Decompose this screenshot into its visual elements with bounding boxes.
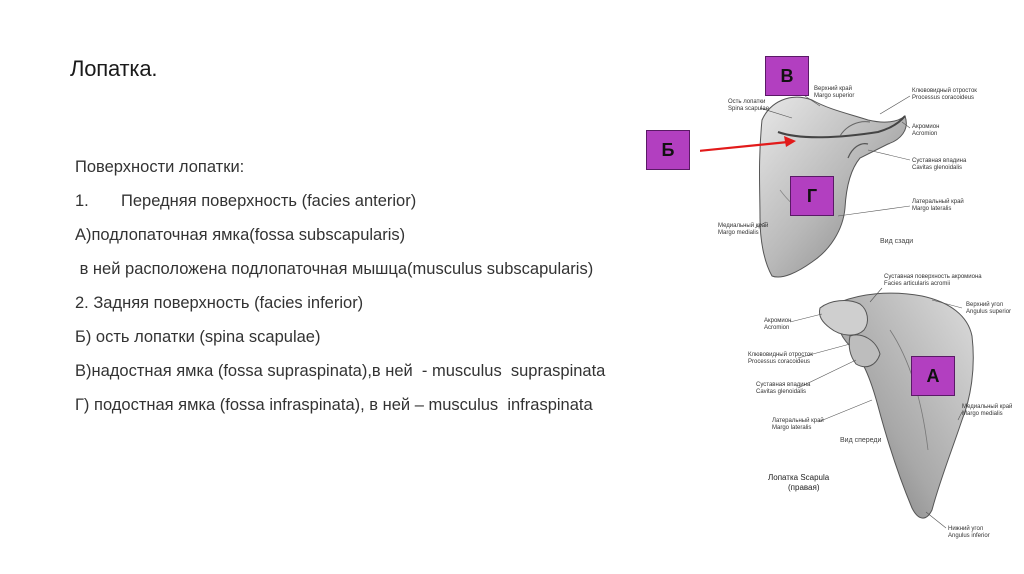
svg-text:Медиальный край: Медиальный край [718, 222, 768, 229]
text-line: Поверхности лопатки: [75, 150, 705, 184]
svg-text:Cavitas glenoidalis: Cavitas glenoidalis [756, 389, 806, 395]
svg-text:Латеральный край: Латеральный край [772, 417, 824, 424]
line-text: в ней расположена подлопаточная мышца(mu… [75, 260, 594, 278]
line-number: 1. [75, 192, 89, 210]
svg-text:Acromion: Acromion [764, 325, 789, 331]
text-line: 1. Передняя поверхность (facies anterior) [75, 184, 705, 218]
line-text: Передняя поверхность (facies anterior) [121, 192, 417, 210]
svg-text:Латеральный край: Латеральный край [912, 198, 964, 205]
svg-text:Acromion: Acromion [912, 131, 937, 137]
marker-g: Г [790, 176, 834, 216]
text-line: А)подлопаточная ямка(fossa subscapularis… [75, 218, 705, 252]
svg-text:Margo lateralis: Margo lateralis [912, 206, 951, 212]
svg-text:Суставная впадина: Суставная впадина [756, 382, 811, 388]
svg-text:Суставная поверхность акромион: Суставная поверхность акромиона [884, 274, 982, 280]
line-text: Поверхности лопатки: [75, 158, 245, 176]
svg-text:Margo lateralis: Margo lateralis [772, 425, 811, 431]
svg-text:Вид спереди: Вид спереди [840, 437, 882, 444]
scapula-posterior-view: Ость лопатки Spina scapulae Верхний край… [718, 85, 977, 278]
svg-text:Facies articularis acromii: Facies articularis acromii [884, 281, 950, 287]
svg-text:Processus coracoideus: Processus coracoideus [748, 359, 810, 365]
svg-text:Вид сзади: Вид сзади [880, 238, 913, 245]
body-text: Поверхности лопатки: 1. Передняя поверхно… [75, 150, 705, 422]
line-text: Г) подостная ямка (fossa infraspinata), … [75, 396, 593, 414]
svg-text:Нижний угол: Нижний угол [948, 525, 984, 532]
svg-text:Верхний край: Верхний край [814, 85, 852, 92]
scapula-figure: Ость лопатки Spina scapulae Верхний край… [700, 40, 1024, 574]
svg-text:Верхний угол: Верхний угол [966, 301, 1004, 308]
line-text: Б) ость лопатки (spina scapulae) [75, 328, 321, 346]
svg-text:(правая): (правая) [788, 483, 820, 492]
svg-text:Margo medialis: Margo medialis [718, 230, 759, 236]
marker-v: В [765, 56, 809, 96]
svg-text:Ость лопатки: Ость лопатки [728, 99, 765, 105]
text-line: Б) ость лопатки (spina scapulae) [75, 320, 705, 354]
text-line: в ней расположена подлопаточная мышца(mu… [75, 252, 705, 286]
svg-text:Angulus superior: Angulus superior [966, 309, 1011, 315]
scapula-illustration: Ость лопатки Spina scapulae Верхний край… [700, 85, 1012, 539]
svg-text:Cavitas glenoidalis: Cavitas glenoidalis [912, 165, 962, 171]
svg-text:Angulus inferior: Angulus inferior [948, 533, 990, 539]
svg-text:Лопатка Scapula: Лопатка Scapula [768, 473, 830, 482]
svg-text:Клювовидный отросток: Клювовидный отросток [748, 351, 813, 358]
svg-text:Spina scapulae: Spina scapulae [728, 106, 770, 112]
scapula-anterior-view: Суставная поверхность акромиона Facies a… [748, 274, 1012, 539]
marker-a: А [911, 356, 955, 396]
svg-text:Margo medialis: Margo medialis [962, 411, 1003, 417]
text-line: В)надостная ямка (fossa supraspinata),в … [75, 354, 705, 388]
line-text: А)подлопаточная ямка(fossa subscapularis… [75, 226, 406, 244]
svg-text:Processus coracoideus: Processus coracoideus [912, 95, 974, 101]
pointer-arrow [700, 136, 796, 152]
text-line: 2. Задняя поверхность (facies inferior) [75, 286, 705, 320]
marker-b: Б [646, 130, 690, 170]
svg-text:Суставная впадина: Суставная впадина [912, 158, 967, 164]
svg-text:Акромион: Акромион [764, 318, 791, 324]
svg-text:Клювовидный отросток: Клювовидный отросток [912, 87, 977, 94]
svg-text:Акромион: Акромион [912, 124, 939, 130]
text-line: Г) подостная ямка (fossa infraspinata), … [75, 388, 705, 422]
svg-text:Margo superior: Margo superior [814, 93, 854, 99]
line-text: 2. Задняя поверхность (facies inferior) [75, 294, 364, 312]
line-text: В)надостная ямка (fossa supraspinata),в … [75, 362, 606, 380]
slide-title: Лопатка. [70, 56, 158, 81]
svg-text:Медиальный край: Медиальный край [962, 403, 1012, 410]
